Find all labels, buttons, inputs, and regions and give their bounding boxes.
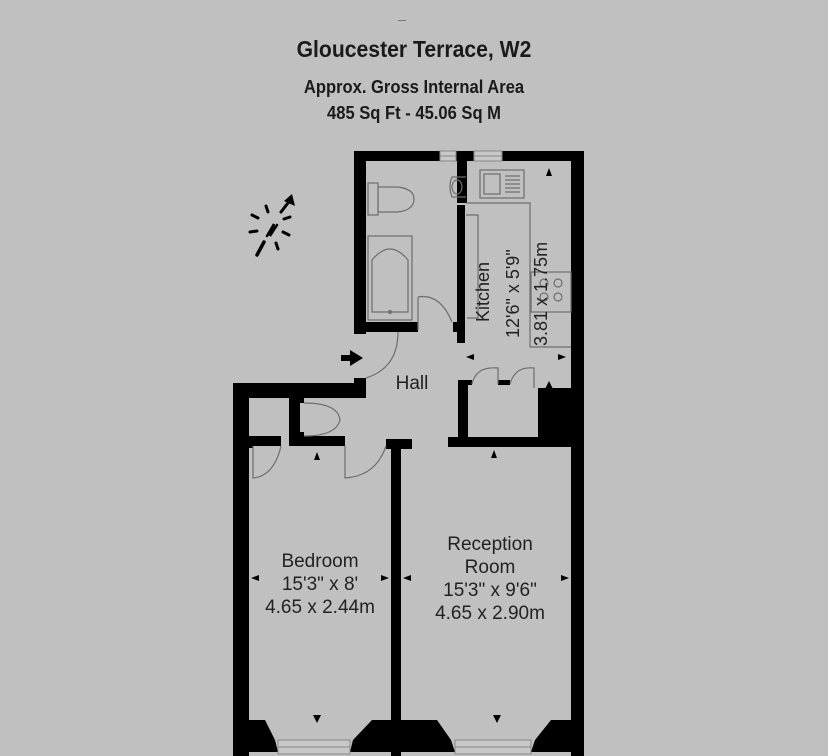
dimension-markers xyxy=(251,168,569,723)
bathroom-door xyxy=(417,295,453,323)
top-mark xyxy=(398,20,406,21)
toilet-icon xyxy=(367,182,379,216)
room-bedroom-metric: 4.65 x 2.44m xyxy=(265,597,375,618)
kitchen-cupboard-door xyxy=(471,367,499,385)
sink-icon xyxy=(479,169,525,199)
area-label: Approx. Gross Internal Area xyxy=(303,77,525,97)
room-bedroom: Bedroom 15'3" x 8' 4.65 x 2.44m xyxy=(250,550,390,619)
room-reception-name-2: Room xyxy=(464,557,516,578)
bedroom-door xyxy=(252,445,282,479)
room-kitchen-name: Kitchen xyxy=(473,261,493,322)
area-value: 485 Sq Ft - 45.06 Sq M xyxy=(327,103,501,123)
entrance-arrow-icon xyxy=(341,350,363,366)
hob-icon xyxy=(530,271,572,313)
doors xyxy=(252,295,535,479)
room-reception-metric: 4.65 x 2.90m xyxy=(435,603,545,624)
room-bedroom-name: Bedroom xyxy=(281,551,359,572)
basin-icon xyxy=(449,176,466,198)
property-title: Gloucester Terrace, W2 xyxy=(296,36,532,62)
room-reception: Reception Room 15'3" x 9'6" 4.65 x 2.90m xyxy=(415,533,565,625)
bath-icon xyxy=(367,235,413,321)
north-arrow-icon xyxy=(248,194,295,257)
room-reception-name: Reception xyxy=(447,534,533,555)
walls xyxy=(233,151,584,756)
room-kitchen-imperial: 12'6" x 5'9" xyxy=(503,249,523,338)
room-reception-imperial: 15'3" x 9'6" xyxy=(443,580,537,601)
room-hall-label: Hall xyxy=(395,373,429,394)
room-bedroom-imperial: 15'3" x 8' xyxy=(281,574,359,595)
kitchen-cupboard-door-2 xyxy=(509,367,535,388)
fixtures xyxy=(367,169,572,348)
bedroom-door-2 xyxy=(344,445,387,479)
cupboard-door xyxy=(303,402,341,437)
room-kitchen-metric: 3.81 x 1.75m xyxy=(531,241,551,346)
windows xyxy=(277,150,532,755)
entrance-door xyxy=(365,331,399,379)
